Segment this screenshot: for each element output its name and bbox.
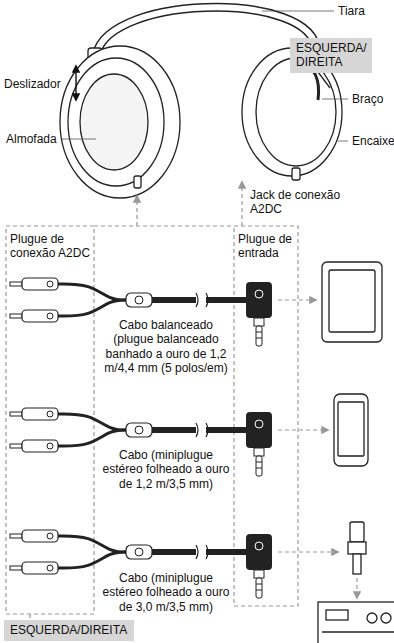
part-name: Tiara: [338, 4, 392, 18]
cable-description: Cabo (miniplugue estéreo folheado a ouro…: [98, 571, 234, 614]
label-box: ESQUERDA/ DIREITA: [290, 38, 372, 73]
part-name: Braço: [352, 92, 392, 106]
section-label: Plugue de entrada: [238, 232, 296, 261]
label-text: ESQUERDA/ DIREITA: [296, 41, 366, 70]
part-name: Almofada: [6, 132, 62, 146]
part-name: Deslizador: [4, 77, 72, 91]
label-text: ESQUERDA/DIREITA: [10, 623, 128, 637]
devices: [318, 262, 394, 643]
headphones: [60, 7, 342, 198]
leader-lines: [62, 11, 348, 141]
cables: [10, 278, 272, 598]
section-label: Plugue de conexão A2DC: [10, 232, 92, 261]
label-box: ESQUERDA/DIREITA: [4, 620, 134, 641]
cable-description: Cabo balanceado (plugue balanceado banha…: [98, 318, 234, 376]
dashed-guides: [6, 182, 357, 620]
part-name: Encaixe: [352, 134, 394, 148]
part-name: Jack de conexão A2DC: [250, 188, 370, 217]
cable-description: Cabo (miniplugue estéreo folheado a ouro…: [98, 448, 234, 491]
